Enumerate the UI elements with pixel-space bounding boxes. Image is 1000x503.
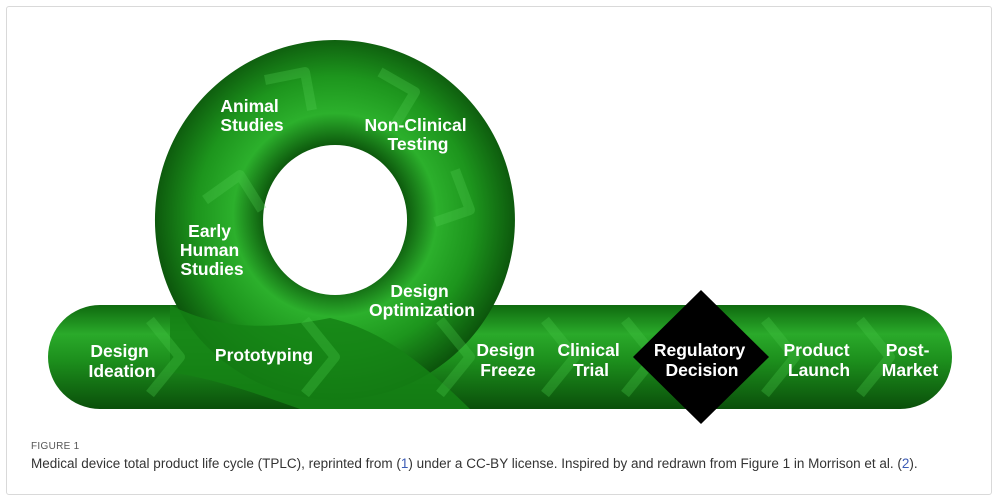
stage-regulatory-decision: Regulatory Decision <box>654 340 750 380</box>
stage-non-clinical-testing: Non-Clinical Testing <box>365 115 472 154</box>
reference-link-1[interactable]: 1 <box>400 456 409 471</box>
loop-chevrons <box>202 67 475 227</box>
stage-design-freeze: Design Freeze <box>476 340 539 380</box>
tube-joint <box>170 305 470 409</box>
caption-text-after: ). <box>909 456 918 471</box>
stage-labels: Design Ideation Prototyping Early Human … <box>88 96 938 381</box>
stage-prototyping: Prototyping <box>215 345 313 365</box>
stage-design-ideation: Design Ideation <box>88 341 155 381</box>
stage-design-optimization: Design Optimization <box>369 281 475 320</box>
figure-caption: FIGURE 1 Medical device total product li… <box>31 441 971 471</box>
stage-animal-studies: Animal Studies <box>220 96 283 135</box>
caption-text-middle: ) under a CC-BY license. Inspired by and… <box>408 456 902 471</box>
stage-clinical-trial: Clinical Trial <box>557 340 624 380</box>
tube-loop <box>154 40 515 400</box>
stage-post-market: Post- Market <box>882 340 939 380</box>
reference-link-2[interactable]: 2 <box>901 456 910 471</box>
stage-product-launch: Product Launch <box>784 340 855 380</box>
regulatory-decision-diamond <box>633 290 769 424</box>
stage-early-human-studies: Early Human Studies <box>180 221 244 279</box>
caption-text-before: Medical device total product life cycle … <box>31 456 401 471</box>
figure-caption-text: Medical device total product life cycle … <box>31 456 971 471</box>
figure-label: FIGURE 1 <box>31 441 80 452</box>
